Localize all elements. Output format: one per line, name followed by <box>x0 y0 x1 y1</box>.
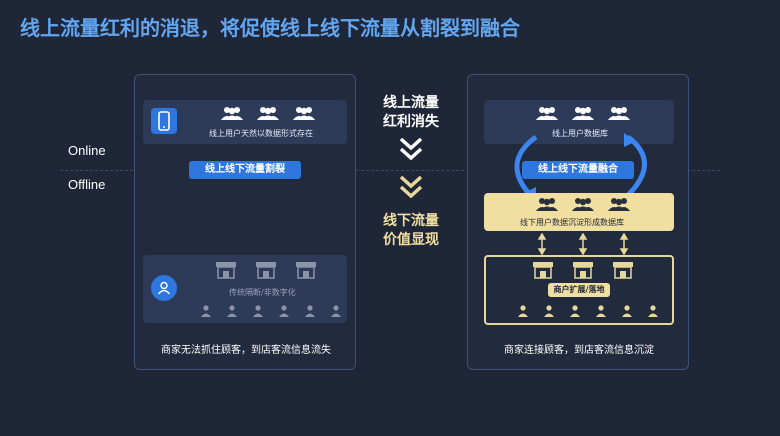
users-icon <box>536 198 558 211</box>
offline-db-text: 线下用户数据沉淀形成数据库 <box>520 218 624 227</box>
users-icon <box>221 107 243 120</box>
online-db-box: 线上用户数据库 <box>484 100 674 144</box>
users-icon <box>608 198 630 211</box>
person-icon <box>622 305 632 317</box>
store-icons <box>215 261 317 279</box>
users-icon <box>293 107 315 120</box>
person-icon <box>570 305 580 317</box>
left-panel: 线上用户天然以数据形式存在 线上线下流量割裂 传统隔断/非数字化 商家无法抓住顾… <box>134 74 356 370</box>
store-icon <box>296 262 316 279</box>
offline-rising-text: 线下流量 价值显现 <box>366 212 456 250</box>
online-declining-line2: 红利消失 <box>383 114 439 130</box>
store-icons <box>532 261 634 279</box>
online-users-icons <box>221 106 315 120</box>
store-text: 传统隔断/非数字化 <box>229 288 296 297</box>
split-pill: 线上线下流量割裂 <box>189 161 301 179</box>
page-title: 线上流量红利的消退，将促使线上线下流量从割裂到融合 <box>20 16 520 40</box>
online-db-text: 线上用户数据库 <box>552 129 608 138</box>
db-users-icons <box>536 106 630 120</box>
store-icon <box>256 262 276 279</box>
chevron-down-white-icon <box>399 138 423 160</box>
users-icon <box>572 198 594 211</box>
person-icon <box>648 305 658 317</box>
sync-arrows-icon <box>537 233 629 255</box>
online-user-box: 线上用户天然以数据形式存在 <box>143 100 347 144</box>
person-icon <box>331 305 341 317</box>
offline-label: Offline <box>68 177 106 192</box>
person-icon <box>253 305 263 317</box>
online-label: Online <box>68 143 106 158</box>
online-declining-line1: 线上流量 <box>383 95 439 111</box>
online-offline-divider <box>60 170 720 171</box>
customers-row <box>518 305 658 317</box>
left-caption: 商家无法抓住顾客，到店客流信息流失 <box>161 345 331 356</box>
offline-rising-line1: 线下流量 <box>383 213 439 229</box>
offline-rising-line2: 价值显现 <box>383 232 439 248</box>
users-icon <box>608 107 630 120</box>
right-caption: 商家连接顾客，到店客流信息沉淀 <box>504 345 654 356</box>
person-icon <box>518 305 528 317</box>
person-icon <box>305 305 315 317</box>
person-icon <box>544 305 554 317</box>
customers-row <box>201 305 341 317</box>
offline-store-box: 传统隔断/非数字化 <box>143 255 347 323</box>
person-icon <box>227 305 237 317</box>
chevron-down-gold-icon <box>399 176 423 198</box>
users-icon <box>257 107 279 120</box>
person-icon <box>279 305 289 317</box>
store-icon <box>613 262 633 279</box>
phone-icon <box>151 108 177 134</box>
store-icon <box>533 262 553 279</box>
store-pill: 商户扩展/落地 <box>548 283 610 297</box>
offline-db-box: 线下用户数据沉淀形成数据库 <box>484 193 674 231</box>
online-user-text: 线上用户天然以数据形式存在 <box>209 129 313 138</box>
user-avatar-icon <box>151 275 177 301</box>
right-panel: 线上用户数据库 线上线下流量融合 线下用户数据沉淀形成数据库 商户扩展/落地 <box>467 74 689 370</box>
person-icon <box>201 305 211 317</box>
users-icon <box>536 107 558 120</box>
store-icon <box>216 262 236 279</box>
offline-db-users-icons <box>536 197 630 211</box>
offline-store-box: 商户扩展/落地 <box>484 255 674 325</box>
online-declining-text: 线上流量 红利消失 <box>366 94 456 132</box>
users-icon <box>572 107 594 120</box>
store-icon <box>573 262 593 279</box>
person-icon <box>596 305 606 317</box>
merge-pill: 线上线下流量融合 <box>522 161 634 179</box>
